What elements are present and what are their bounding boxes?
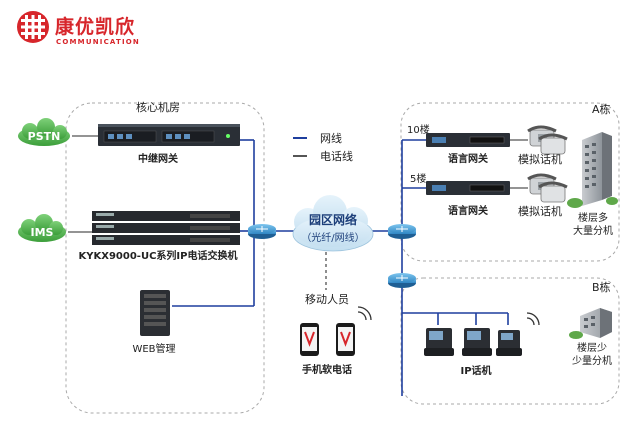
smartphone-icon <box>336 323 355 356</box>
voice-gateway-device <box>426 181 510 195</box>
floor-10-label: 10楼 <box>407 123 430 136</box>
voice-gateway-device <box>426 133 510 147</box>
analog-phone-icon <box>527 125 568 155</box>
ims-cloud-icon: IMS <box>18 214 66 242</box>
ip-phone-icon <box>462 328 492 356</box>
building-b-note-line-2: 少量分机 <box>572 354 612 367</box>
ip-pbx-device <box>92 211 240 245</box>
phone-lines <box>68 135 528 233</box>
ip-phone-icon <box>496 330 522 356</box>
analog-phone-icon <box>527 173 568 203</box>
high-rise-building-icon <box>567 132 618 208</box>
ims-label: IMS <box>31 226 54 239</box>
building-b-router-icon <box>388 273 416 288</box>
trunk-gateway-device <box>98 124 240 146</box>
softphone-label: 手机软电话 <box>302 363 352 376</box>
network-lines <box>172 139 509 396</box>
brand-tagline: COMMUNICATION <box>56 38 140 46</box>
building-a-title: A栋 <box>592 102 611 116</box>
campus-network-subtitle: （光纤/网线） <box>301 231 364 244</box>
campus-network-title: 园区网络 <box>309 212 357 227</box>
legend-network-label: 网线 <box>320 131 342 145</box>
legend: 网线 电话线 <box>293 131 353 163</box>
core-room-box <box>65 102 265 414</box>
low-rise-building-icon <box>569 308 612 339</box>
pstn-cloud-icon: PSTN <box>18 118 70 146</box>
web-mgmt-label: WEB管理 <box>132 342 175 355</box>
voice-gateway-label-1: 语言网关 <box>448 152 488 165</box>
building-a-note-line-1: 楼层多 <box>578 211 608 224</box>
analog-phone-label-1: 模拟话机 <box>518 152 562 166</box>
ip-phone-icon <box>424 328 454 356</box>
distribution-router-icon <box>388 224 416 239</box>
smartphone-icon <box>300 323 319 356</box>
ip-pbx-label: KYKX9000-UC系列IP电话交换机 <box>79 249 238 262</box>
building-a-box <box>400 102 620 262</box>
trunk-gateway-label: 中继网关 <box>138 152 178 165</box>
building-b-note-line-1: 楼层少 <box>577 341 607 354</box>
building-b-box <box>400 277 620 405</box>
pstn-label: PSTN <box>28 130 61 143</box>
mobile-staff-label: 移动人员 <box>305 293 349 306</box>
wifi-icon <box>526 312 540 326</box>
building-a-note-line-2: 大量分机 <box>573 224 613 237</box>
ip-phones-label: IP话机 <box>460 364 491 377</box>
wifi-icon <box>357 306 372 321</box>
web-server-icon <box>140 290 170 336</box>
floor-5-label: 5楼 <box>410 172 426 185</box>
campus-network-cloud-icon <box>292 195 374 252</box>
brand-logo: 康优凯欣 COMMUNICATION <box>17 11 140 46</box>
analog-phone-label-2: 模拟话机 <box>518 204 562 218</box>
building-b-title: B栋 <box>592 280 611 294</box>
brand-name: 康优凯欣 <box>55 15 135 38</box>
voice-gateway-label-2: 语言网关 <box>448 204 488 217</box>
core-room-title: 核心机房 <box>136 100 180 114</box>
legend-phone-label: 电话线 <box>320 149 353 163</box>
core-router-icon <box>248 224 276 239</box>
